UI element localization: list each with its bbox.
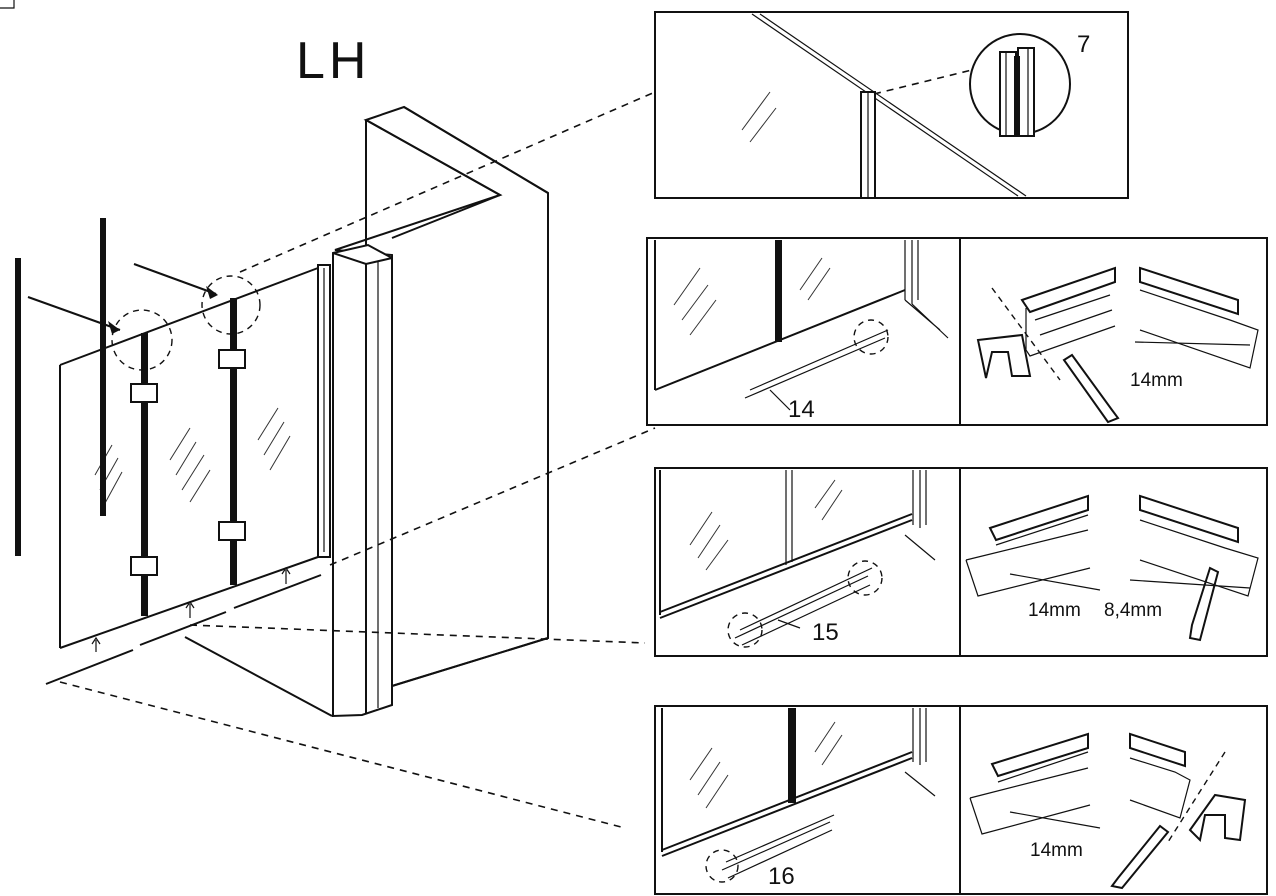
detail-seal-16: 16 14mm xyxy=(654,705,1268,895)
arrow-head xyxy=(108,321,120,334)
detail-magnetic-seal: 7 xyxy=(654,11,1129,199)
measurement-14mm: 14mm xyxy=(1130,370,1183,391)
callout-7: 7 xyxy=(1077,31,1090,58)
hinge xyxy=(130,349,246,576)
seal-cross-section xyxy=(991,266,1259,381)
detail-seal-15: 15 14mm 8,4mm xyxy=(654,467,1268,657)
corner-mark xyxy=(0,0,15,9)
seal-cross-section xyxy=(969,732,1226,843)
callout-16: 16 xyxy=(768,863,795,890)
page-title: LH xyxy=(296,32,370,90)
main-assembly-drawing xyxy=(15,105,549,718)
hinge-profile-left xyxy=(141,333,148,616)
detail-circle xyxy=(111,309,173,371)
detail-seal-14: 14 14mm xyxy=(646,237,1268,426)
hinge-profile-right xyxy=(230,298,237,585)
arrow-head xyxy=(206,286,218,299)
measurement-8-4mm: 8,4mm xyxy=(1104,600,1162,621)
cutting-tool xyxy=(976,333,1120,424)
wall xyxy=(184,105,549,717)
arrow xyxy=(133,263,217,295)
seal-cross-section xyxy=(965,494,1259,597)
callout-15: 15 xyxy=(812,619,839,646)
measurement-14mm: 14mm xyxy=(1028,600,1081,621)
connector-lines xyxy=(59,91,656,829)
magnetic-profile-loose-2 xyxy=(100,218,106,516)
callout-14: 14 xyxy=(788,396,815,423)
measurement-14mm: 14mm xyxy=(1030,840,1083,861)
magnetic-profile-closeup xyxy=(999,47,1035,137)
magnetic-profile-loose-1 xyxy=(15,258,21,556)
cutting-tool xyxy=(1110,793,1247,890)
arrow xyxy=(27,296,121,331)
bottom-seals xyxy=(45,566,322,685)
detail-circle xyxy=(201,275,261,335)
cutting-tool xyxy=(1188,566,1220,642)
wall-profile xyxy=(317,243,393,718)
